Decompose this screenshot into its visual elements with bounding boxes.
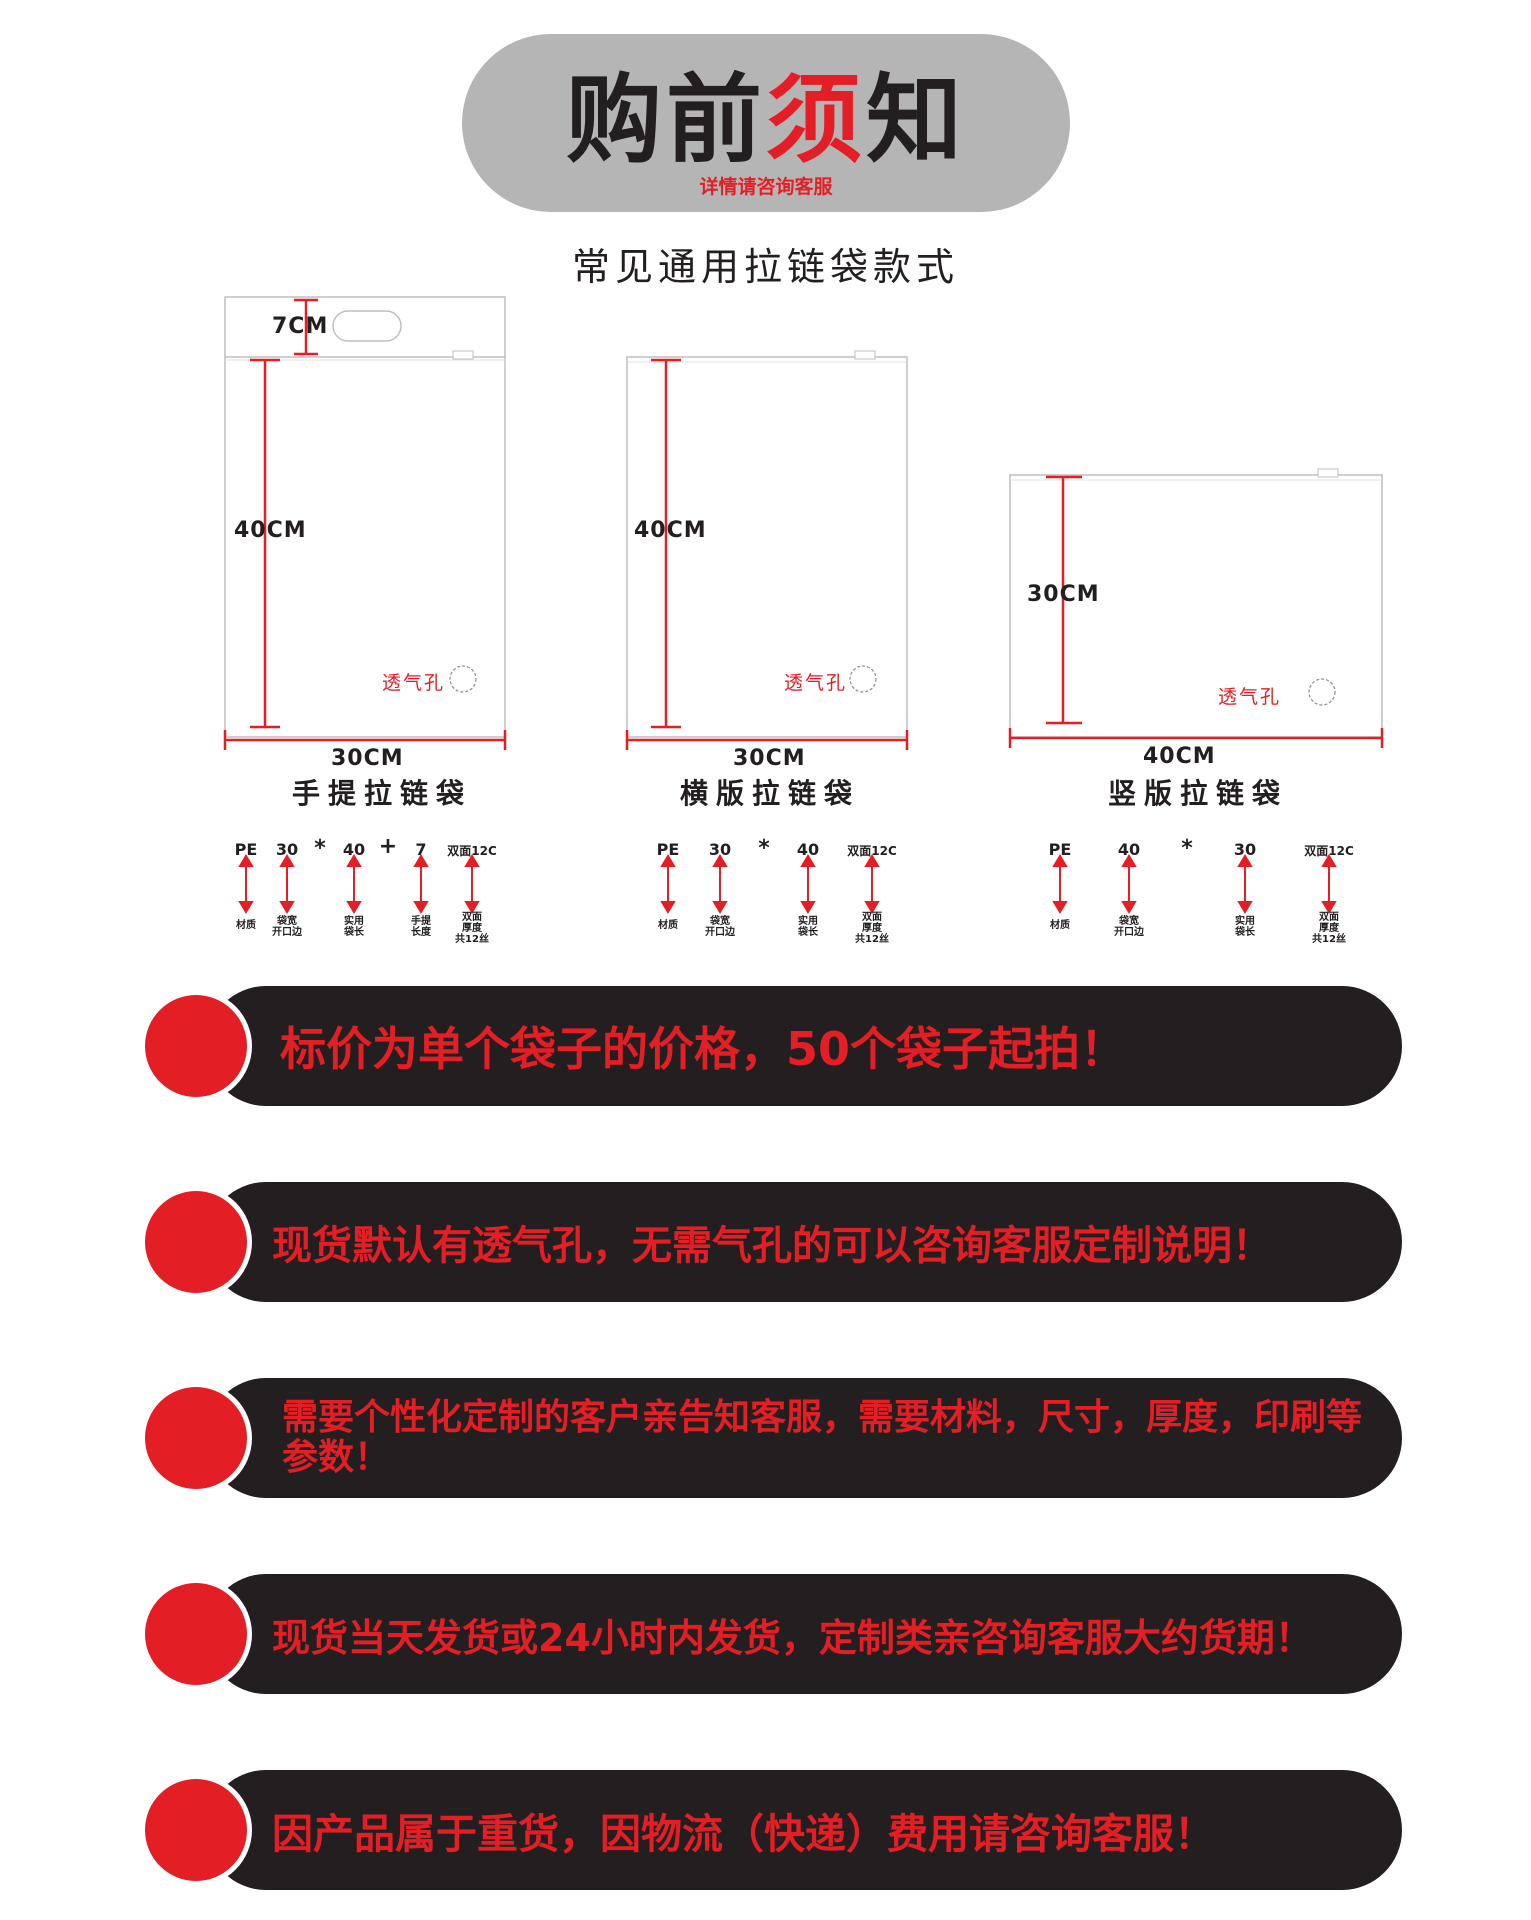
bag-1-spec-thickness: 双面12C xyxy=(447,844,497,858)
bag-1-width: 30CM xyxy=(331,746,404,771)
bag-1-spec-times: * xyxy=(314,836,326,861)
notice-bullet xyxy=(145,1191,247,1293)
bag-1-name: 手提拉链袋 xyxy=(292,777,473,810)
header-title-highlight: 须 xyxy=(766,64,866,176)
bag-2-spec-times: * xyxy=(758,836,770,861)
bag-2-spec-material: PE xyxy=(656,840,680,859)
bag-1-spec-handle: 7 xyxy=(415,840,427,859)
bag-2-spec-length: 40 xyxy=(796,840,820,859)
bag-3-desc-thickness: 双面 厚度 共12丝 xyxy=(1312,912,1346,945)
bag-2-desc-thickness: 双面 厚度 共12丝 xyxy=(855,912,889,945)
bag-1-outline xyxy=(224,296,506,738)
notice-text-3: 需要个性化定制的客户亲告知客服，需要材料，尺寸，厚度，印刷等参数！ xyxy=(282,1397,1363,1478)
bag-3-length: 30CM xyxy=(1027,582,1100,607)
notice-banner-3: 需要个性化定制的客户亲告知客服，需要材料，尺寸，厚度，印刷等参数！ xyxy=(140,1378,1402,1498)
bag-1-spec-plus: + xyxy=(378,834,398,859)
bag-3-spec-material: PE xyxy=(1048,840,1072,859)
bag-3-desc-width: 袋宽 开口边 xyxy=(1114,916,1144,938)
notice-text-5: 因产品属于重货，因物流（快递）费用请咨询客服！ xyxy=(272,1810,1215,1858)
notice-banner-2: 现货默认有透气孔，无需气孔的可以咨询客服定制说明！ xyxy=(140,1182,1402,1302)
bag-3-desc-material: 材质 xyxy=(1050,920,1070,931)
bag-2-spec-width: 30 xyxy=(708,840,732,859)
bag-1-spec-width: 30 xyxy=(275,840,299,859)
bag-2-desc-material: 材质 xyxy=(658,920,678,931)
bag-diagrams: 7CM 40CM 30CM 透气孔 手提拉链袋 40CM 30CM 透气孔 横版… xyxy=(223,296,1384,945)
bag-3-spec-width: 40 xyxy=(1117,840,1141,859)
bag-3-vent-label: 透气孔 xyxy=(1218,686,1282,708)
notice-text-1: 标价为单个袋子的价格，50个袋子起拍！ xyxy=(280,1022,1127,1076)
bag-1-handle-length: 7CM xyxy=(272,314,329,339)
spec-arrows xyxy=(238,854,1337,914)
bag-1-desc-handle: 手提 长度 xyxy=(411,916,431,938)
bag-3-dimensions xyxy=(1008,475,1384,748)
bag-2-outline xyxy=(626,350,908,738)
bag-2-dimensions xyxy=(625,358,909,750)
bag-1-spec-material: PE xyxy=(234,840,258,859)
bag-2-spec-thickness: 双面12C xyxy=(847,844,897,858)
bag-2-width: 30CM xyxy=(733,746,806,771)
notice-text-4: 现货当天发货或24小时内发货，定制类亲咨询客服大约货期！ xyxy=(272,1615,1313,1660)
bag-3-spec-length: 30 xyxy=(1233,840,1257,859)
bag-1-desc-width: 袋宽 开口边 xyxy=(272,916,302,938)
bag-1-length: 40CM xyxy=(234,518,307,543)
bag-2-desc-width: 袋宽 开口边 xyxy=(705,916,735,938)
notice-banner-4: 现货当天发货或24小时内发货，定制类亲咨询客服大约货期！ xyxy=(140,1574,1402,1694)
styles-heading: 常见通用拉链袋款式 xyxy=(571,245,959,289)
bag-1-desc-thickness: 双面 厚度 共12丝 xyxy=(455,912,489,945)
bag-2-length: 40CM xyxy=(634,518,707,543)
bag-2-desc-length: 实用 袋长 xyxy=(798,916,818,938)
header-subtitle: 详情请咨询客服 xyxy=(699,176,833,198)
bag-drawings xyxy=(223,296,1384,914)
bag-1-vent-label: 透气孔 xyxy=(382,672,446,694)
bag-1-dimensions xyxy=(223,298,507,750)
notice-bullet xyxy=(145,1387,247,1489)
header-title: 购前须知 xyxy=(566,64,966,176)
bag-3-spec-thickness: 双面12C xyxy=(1304,844,1354,858)
bag-3-spec-times: * xyxy=(1181,836,1193,861)
notice-banner-1: 标价为单个袋子的价格，50个袋子起拍！ xyxy=(140,986,1402,1106)
bag-3-desc-length: 实用 袋长 xyxy=(1235,916,1255,938)
header-banner: 购前须知 详情请咨询客服 xyxy=(462,34,1070,212)
notice-bullet xyxy=(145,995,247,1097)
notice-bullet xyxy=(145,1779,247,1881)
bag-3-name: 竖版拉链袋 xyxy=(1108,777,1289,810)
bag-1-desc-length: 实用 袋长 xyxy=(344,916,364,938)
bag-2-name: 横版拉链袋 xyxy=(680,777,861,810)
notice-text-2: 现货默认有透气孔，无需气孔的可以咨询客服定制说明！ xyxy=(272,1223,1272,1269)
bag-3-width: 40CM xyxy=(1143,744,1216,769)
notice-bullet xyxy=(145,1583,247,1685)
bag-1-spec-length: 40 xyxy=(342,840,366,859)
bag-2-vent-label: 透气孔 xyxy=(784,672,848,694)
notice-banner-5: 因产品属于重货，因物流（快递）费用请咨询客服！ xyxy=(140,1770,1402,1890)
bag-1-desc-material: 材质 xyxy=(236,920,256,931)
